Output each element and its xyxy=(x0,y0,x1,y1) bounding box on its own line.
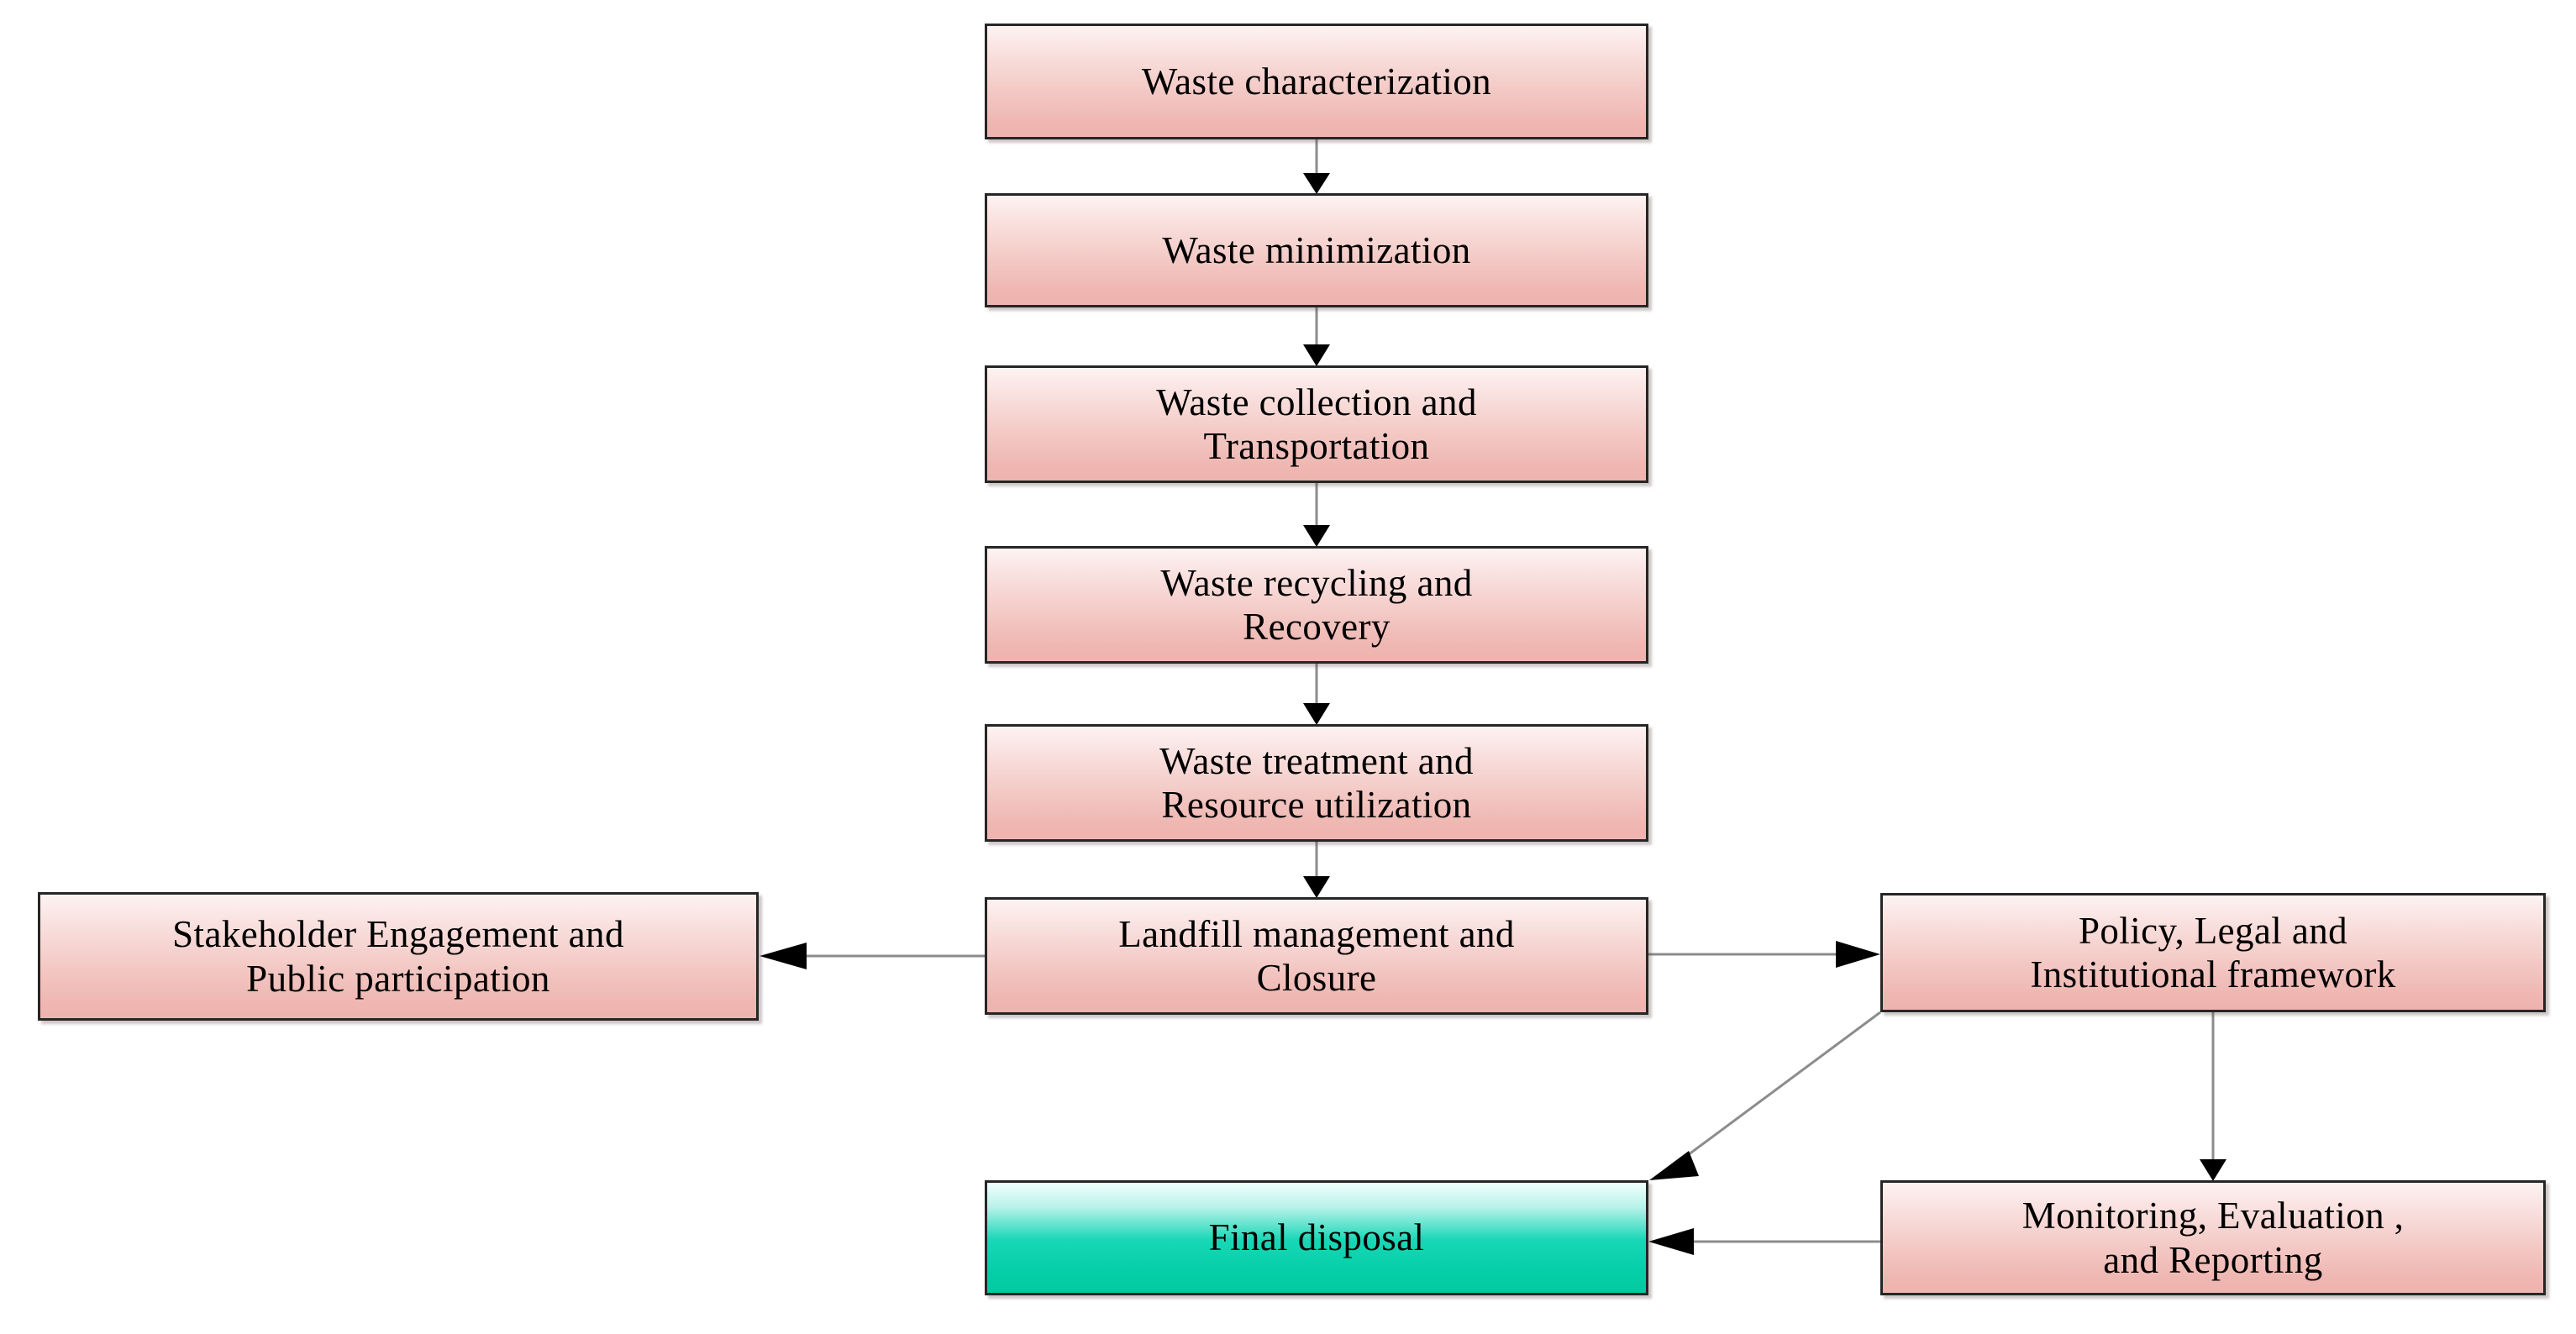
edge-recycling-to-treatment xyxy=(1303,664,1330,725)
edge-collection-to-recycling xyxy=(1303,483,1330,547)
node-label: Waste collection and Transportation xyxy=(1156,381,1477,467)
node-label: Policy, Legal and Institutional framewor… xyxy=(2030,909,2396,995)
node-policy-legal-institutional-framework[interactable]: Policy, Legal and Institutional framewor… xyxy=(1880,893,2546,1012)
node-label: Waste recycling and Recovery xyxy=(1160,561,1473,648)
node-label: Waste treatment and Resource utilization xyxy=(1159,739,1474,826)
node-label: Landfill management and Closure xyxy=(1118,912,1515,999)
node-monitoring-evaluation-reporting[interactable]: Monitoring, Evaluation , and Reporting xyxy=(1880,1180,2546,1295)
node-label: Waste minimization xyxy=(1162,228,1471,271)
node-waste-recycling-recovery[interactable]: Waste recycling and Recovery xyxy=(985,546,1648,664)
edge-characterization-to-minimization xyxy=(1303,139,1330,194)
node-waste-minimization[interactable]: Waste minimization xyxy=(985,193,1648,307)
node-label: Final disposal xyxy=(1208,1216,1425,1259)
edge-treatment-to-landfill xyxy=(1303,842,1330,898)
node-final-disposal[interactable]: Final disposal xyxy=(985,1180,1648,1295)
node-landfill-management-closure[interactable]: Landfill management and Closure xyxy=(985,897,1648,1015)
edge-monitoring-to-final-disposal xyxy=(1648,1228,1880,1255)
node-waste-characterization[interactable]: Waste characterization xyxy=(985,24,1648,139)
edge-landfill-to-stakeholder xyxy=(760,943,985,969)
edge-landfill-to-policy xyxy=(1648,941,1880,968)
edge-policy-to-monitoring xyxy=(2200,1012,2226,1181)
node-label: Monitoring, Evaluation , and Reporting xyxy=(2021,1195,2405,1281)
node-label: Waste characterization xyxy=(1141,60,1492,102)
edge-policy-to-final-disposal xyxy=(1649,1011,1881,1180)
edge-minimization-to-collection xyxy=(1303,307,1330,366)
node-waste-treatment-resource-utilization[interactable]: Waste treatment and Resource utilization xyxy=(985,724,1648,842)
node-stakeholder-engagement-public-participation[interactable]: Stakeholder Engagement and Public partic… xyxy=(38,892,759,1021)
node-label: Stakeholder Engagement and Public partic… xyxy=(172,913,624,1000)
node-waste-collection-transportation[interactable]: Waste collection and Transportation xyxy=(985,365,1648,483)
